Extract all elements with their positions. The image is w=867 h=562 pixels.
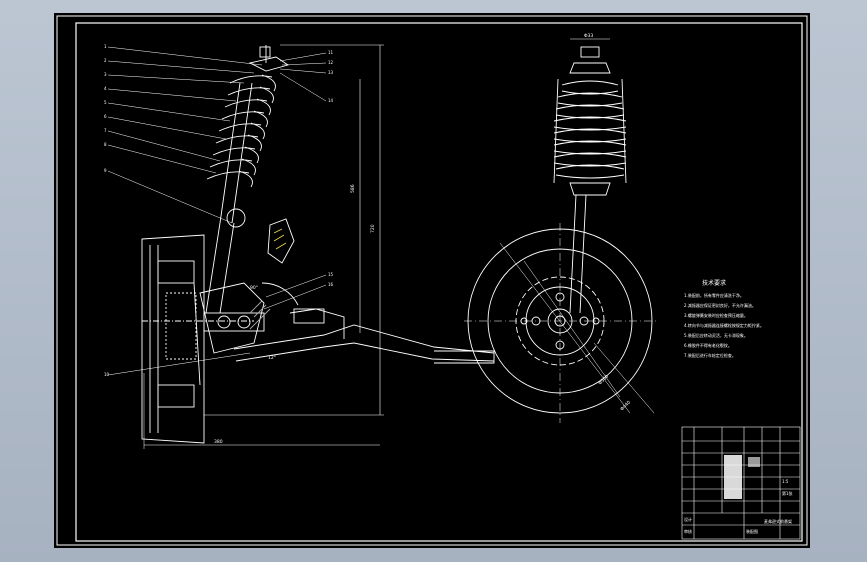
balloon-7: 7 [104,128,107,133]
balloon-1: 1 [104,44,107,49]
dim-height-inner: 586 [350,184,356,193]
balloon-15: 15 [328,272,334,277]
strut-side-view [107,44,495,449]
requirement-4: 4.转向节与减振器连接螺栓按规定力矩拧紧。 [684,322,764,328]
requirement-2: 2.减振器应保证密封良好，不允许漏油。 [684,302,756,308]
balloon-8: 8 [104,142,107,147]
dimension-labels: Φ33 720 586 380 12° 90° Φ560 Φ440 [214,33,632,445]
balloon-11: 11 [328,50,334,55]
requirements-title: 技术要求 [702,279,726,287]
part-balloons: 1 2 3 4 5 6 7 8 9 10 11 12 13 14 15 16 [104,44,334,377]
dim-top-width: Φ33 [584,33,593,39]
balloon-4: 4 [104,86,107,91]
dim-angle: 12° [268,355,276,361]
requirement-1: 1.装配前，所有零件应清洗干净。 [684,292,744,298]
leader-lines [107,46,327,376]
title-block-text: 麦弗逊式前悬架 装配图 1:5 第1张 设计 审核 [684,479,793,534]
outer-frame [56,15,808,546]
requirement-5: 5.装配后应转动灵活，无卡滞现象。 [684,332,748,338]
requirement-7: 7.装配后进行车轮定位检查。 [684,352,736,358]
title-block-sheet: 第1张 [782,490,793,496]
title-block-designer: 设计 [684,516,692,522]
title-block-scale: 1:5 [782,479,789,484]
balloon-12: 12 [328,60,334,65]
balloon-16: 16 [328,282,334,287]
title-block-checker: 审核 [684,528,692,534]
drawing-canvas[interactable]: Φ33 720 586 380 12° 90° Φ560 Φ440 1 2 3 … [54,13,810,548]
balloon-2: 2 [104,58,107,63]
balloon-10: 10 [104,372,110,377]
balloon-5: 5 [104,100,107,105]
dim-angle2: 90° [250,285,258,291]
cad-drawing: Φ33 720 586 380 12° 90° Φ560 Φ440 1 2 3 … [56,15,808,546]
dim-height-total: 720 [370,224,376,233]
inner-frame [75,22,803,542]
balloon-13: 13 [328,70,334,75]
balloon-6: 6 [104,114,107,119]
requirement-3: 3.螺旋弹簧安装时应检查预压缩量。 [684,312,748,318]
wheel-rim-section [141,234,254,444]
balloon-9: 9 [104,168,107,173]
title-block-name: 麦弗逊式前悬架 [764,518,792,524]
balloon-14: 14 [328,98,334,103]
balloon-3: 3 [104,72,107,77]
technical-requirements: 技术要求 1.装配前，所有零件应清洗干净。 2.减振器应保证密封良好，不允许漏油… [684,279,764,358]
coil-spring [206,74,276,188]
dim-bottom-width: 380 [214,439,223,445]
requirement-6: 6.橡胶件不得有老化裂纹。 [684,342,732,348]
title-block-drawing-no: 装配图 [746,528,758,534]
strut-front-view [464,38,658,423]
title-block [681,426,801,540]
